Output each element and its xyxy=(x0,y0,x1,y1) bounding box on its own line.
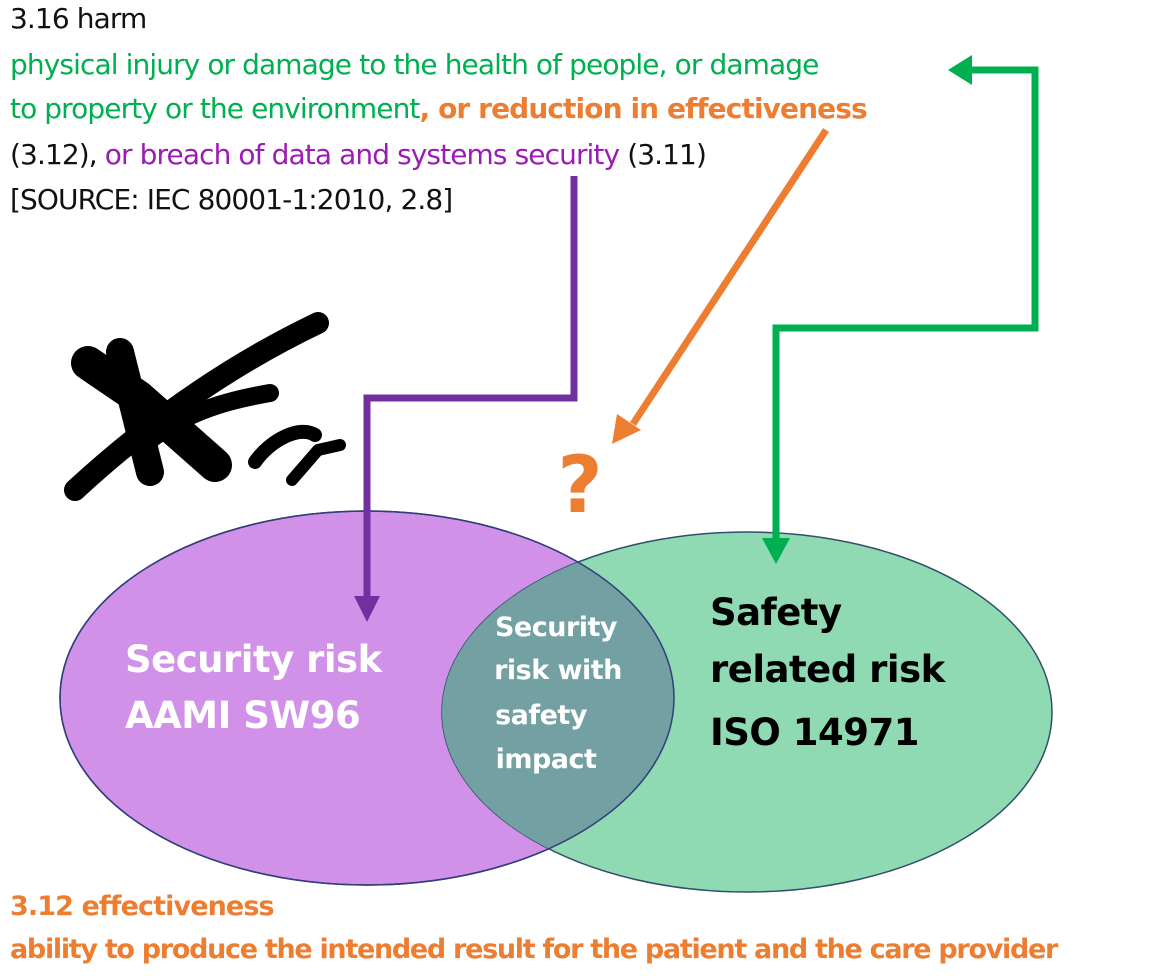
effectiveness-reference: (3.12), xyxy=(10,138,98,171)
overlap-region xyxy=(442,532,674,885)
safety-risk-label: Safety related risk ISO 14971 xyxy=(710,591,947,754)
security-risk-standard: AAMI SW96 xyxy=(125,694,360,737)
safety-risk-standard: ISO 14971 xyxy=(710,711,919,754)
harm-heading: 3.16 harm xyxy=(10,2,147,35)
orange-arrow xyxy=(612,128,829,444)
security-risk-label: Security risk AAMI SW96 xyxy=(125,638,384,737)
safety-risk-line-1: Safety xyxy=(710,591,842,634)
safety-risk-line-2: related risk xyxy=(710,648,947,691)
security-risk-title: Security risk xyxy=(125,638,384,681)
harm-definition-line-3: (3.12), or breach of data and systems se… xyxy=(10,132,707,178)
harm-definition-line-1: physical injury or damage to the health … xyxy=(10,48,819,81)
purple-arrow xyxy=(354,176,578,622)
overlap-label: Security risk with safety impact xyxy=(494,612,622,775)
effectiveness-definition: ability to produce the intended result f… xyxy=(10,934,1058,965)
overlap-line-1: Security xyxy=(495,612,618,643)
strikethrough-scribble xyxy=(64,312,346,501)
overlap-line-2: risk with xyxy=(494,655,622,686)
overlap-line-4: impact xyxy=(496,744,597,775)
harm-definition-line-2: to property or the environment, or reduc… xyxy=(10,86,868,132)
harm-source: [SOURCE: IEC 80001-1:2010, 2.8] xyxy=(10,183,453,216)
effectiveness-heading: 3.12 effectiveness xyxy=(10,891,275,922)
harm-definition-security: or breach of data and systems security xyxy=(96,138,620,171)
green-arrow xyxy=(762,55,1039,564)
question-mark: ? xyxy=(557,441,602,531)
security-reference: (3.11) xyxy=(619,138,707,171)
harm-definition-environment: to property or the environment xyxy=(10,92,420,125)
overlap-line-3: safety xyxy=(495,700,588,731)
harm-definition-effectiveness: , or reduction in effectiveness xyxy=(419,92,868,125)
